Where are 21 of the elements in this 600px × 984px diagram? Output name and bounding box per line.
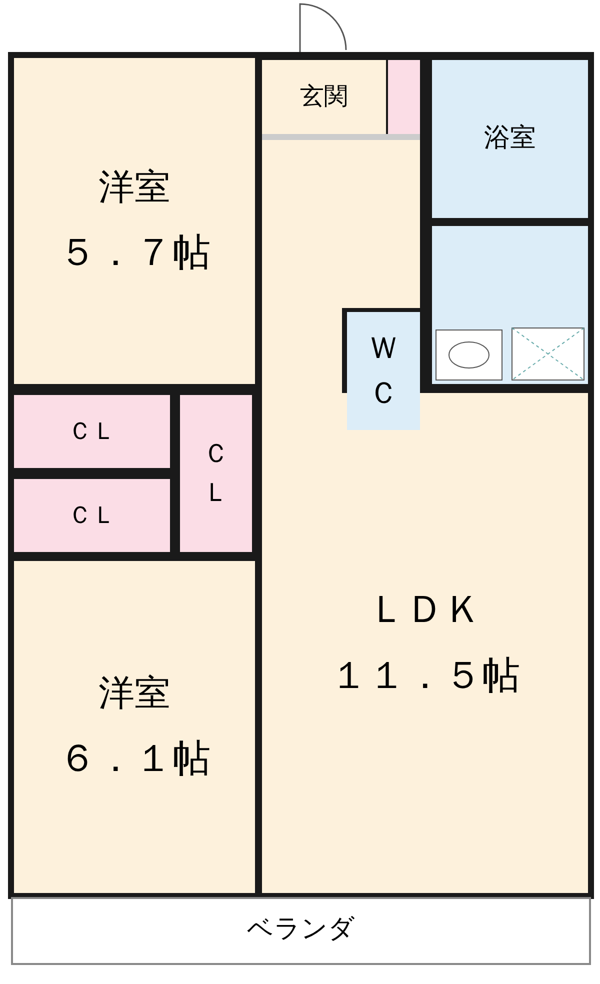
room (432, 60, 588, 218)
room-area: ６．１帖 (58, 736, 210, 781)
room-label: ＣＬ (202, 438, 230, 510)
room-label: ＬＤＫ (368, 588, 482, 632)
room (347, 312, 420, 430)
room-label: ベランダ (247, 915, 355, 945)
room-label: 洋室 (98, 673, 170, 715)
room-area: ５．７帖 (58, 230, 210, 275)
room-label: ＣＬ (68, 418, 116, 446)
room-label: ＷＣ (368, 330, 400, 413)
room-label: 玄関 (300, 83, 348, 111)
room (180, 395, 252, 552)
room (14, 479, 170, 552)
room-label: ＣＬ (68, 502, 116, 530)
room-area: １１．５帖 (330, 654, 520, 698)
room (14, 395, 170, 468)
room-label: 浴室 (484, 124, 536, 154)
room (14, 561, 255, 893)
room (14, 58, 255, 384)
room (262, 60, 386, 134)
room-label: 洋室 (98, 167, 170, 209)
